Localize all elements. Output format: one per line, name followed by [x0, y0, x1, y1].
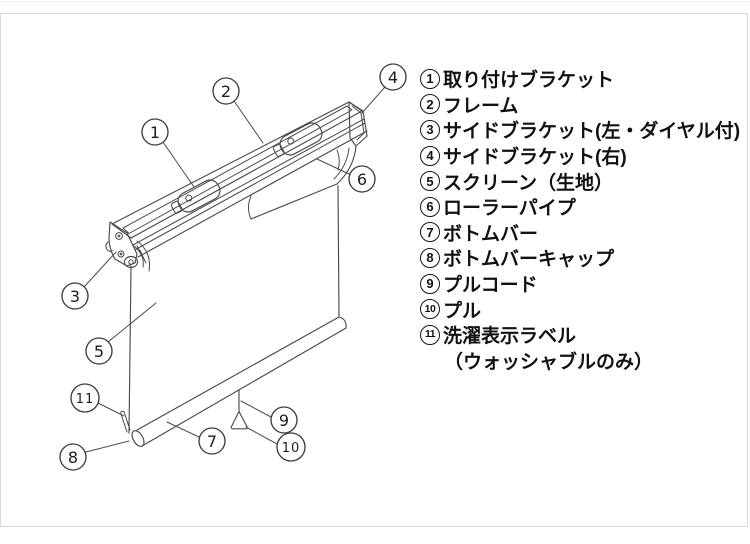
- legend-item: 5 スクリーン（生地）: [420, 168, 740, 194]
- callout-10: 10: [245, 426, 306, 462]
- top-hairline: [0, 1, 750, 2]
- fabric-roll-end: [133, 240, 150, 272]
- legend-item: 6 ローラーパイプ: [420, 194, 740, 220]
- svg-text:8: 8: [68, 448, 78, 467]
- roller-pipe-drawing: [248, 145, 357, 220]
- circled-number: 3: [420, 119, 440, 140]
- legend-item-label: フレーム: [443, 95, 519, 117]
- svg-text:2: 2: [221, 82, 231, 101]
- callout-3: 3: [61, 251, 117, 310]
- mounting-bracket-right: [272, 122, 323, 157]
- callout-11: 11: [70, 383, 125, 417]
- circled-number: 5: [420, 171, 440, 192]
- svg-text:11: 11: [76, 392, 95, 407]
- pull-cord-drawing: [230, 389, 248, 430]
- legend-subnote-label: （ウォッシャブルのみ）: [444, 351, 654, 373]
- legend-item: 2 フレーム: [420, 92, 740, 118]
- svg-text:6: 6: [357, 170, 367, 189]
- callout-9: 9: [240, 400, 298, 434]
- svg-text:3: 3: [70, 287, 80, 306]
- legend-item: 10 プル: [420, 296, 740, 322]
- legend-item-label: 取り付けブラケット: [443, 70, 615, 92]
- circled-number: 11: [420, 324, 440, 345]
- frame-drawing: [111, 101, 368, 258]
- legend-item-label: ボトムバー: [443, 223, 539, 245]
- circled-number: 2: [420, 94, 440, 115]
- svg-text:4: 4: [388, 68, 398, 87]
- callout-1: 1: [141, 118, 195, 188]
- legend-item: 1 取り付けブラケット: [420, 66, 740, 92]
- circled-number: 9: [420, 273, 440, 294]
- svg-text:5: 5: [94, 342, 104, 361]
- callout-8: 8: [59, 440, 130, 471]
- legend-item-label: サイドブラケット(右): [443, 147, 627, 169]
- svg-text:7: 7: [207, 432, 217, 451]
- legend-item: 4 サイドブラケット(右): [420, 143, 740, 169]
- circled-number: 10: [420, 299, 440, 320]
- legend-item-label: ローラーパイプ: [443, 198, 576, 220]
- svg-text:9: 9: [279, 411, 289, 430]
- legend-item-label: ボトムバーキャップ: [443, 249, 615, 271]
- callout-6: 6: [316, 158, 376, 193]
- callout-4: 4: [361, 63, 407, 114]
- callout-7: 7: [166, 421, 226, 455]
- legend-item-subnote: （ウォッシャブルのみ）: [420, 348, 740, 374]
- callout-5: 5: [85, 302, 157, 365]
- legend-item: 9 プルコード: [420, 271, 740, 297]
- legend-item: 11 洗濯表示ラベル: [420, 322, 740, 348]
- svg-text:1: 1: [150, 123, 160, 142]
- circled-number: 1: [420, 68, 440, 89]
- callouts: 1 2 3 4 5 6 7: [59, 63, 407, 471]
- svg-text:10: 10: [282, 441, 301, 456]
- circled-number: 7: [420, 222, 440, 243]
- parts-legend: 1 取り付けブラケット 2 フレーム 3 サイドブラケット(左・ダイヤル付) 4…: [420, 66, 740, 373]
- callout-2: 2: [212, 77, 264, 144]
- legend-item: 3 サイドブラケット(左・ダイヤル付): [420, 117, 740, 143]
- screen-drawing: [128, 185, 340, 434]
- legend-item: 8 ボトムバーキャップ: [420, 245, 740, 271]
- legend-item: 7 ボトムバー: [420, 220, 740, 246]
- legend-item-label: プルコード: [443, 275, 538, 297]
- legend-item-label: 洗濯表示ラベル: [443, 326, 577, 348]
- circled-number: 6: [420, 196, 440, 217]
- content-card: [0, 13, 748, 527]
- circled-number: 8: [420, 247, 440, 268]
- legend-item-label: サイドブラケット(左・ダイヤル付): [443, 121, 741, 143]
- circled-number: 4: [420, 145, 440, 166]
- legend-item-label: スクリーン（生地）: [443, 172, 614, 194]
- legend-item-label: プル: [443, 300, 482, 322]
- side-bracket-dial: [105, 221, 139, 269]
